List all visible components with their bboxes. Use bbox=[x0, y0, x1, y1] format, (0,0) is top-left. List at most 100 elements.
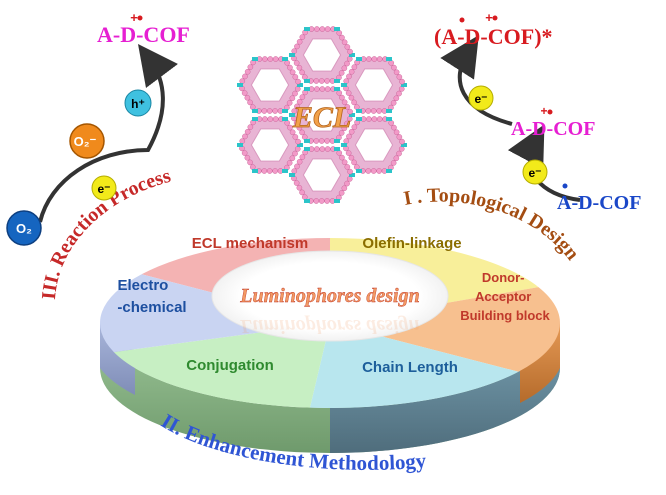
cof-node bbox=[356, 168, 362, 173]
cof-atom bbox=[346, 56, 353, 62]
core-ellipse bbox=[211, 250, 449, 342]
cof-atom bbox=[376, 108, 382, 114]
cof-atom bbox=[267, 56, 274, 62]
cof-atom bbox=[338, 190, 345, 196]
disk-sector bbox=[330, 287, 560, 372]
cof-atom bbox=[393, 129, 400, 136]
cof-node bbox=[341, 83, 347, 87]
cof-atom bbox=[351, 99, 357, 106]
cof-atom bbox=[294, 43, 300, 50]
cof-atom bbox=[313, 78, 320, 84]
cof-node bbox=[386, 168, 392, 173]
o2-circle: O₂ bbox=[6, 210, 42, 246]
cof-node bbox=[282, 108, 288, 113]
cof-atom bbox=[341, 99, 348, 106]
cof-node bbox=[349, 173, 355, 177]
cof-node bbox=[252, 117, 258, 122]
cof-atom bbox=[244, 68, 251, 75]
cof-atom bbox=[241, 150, 248, 156]
disk-sector bbox=[113, 323, 330, 408]
cof-atom bbox=[247, 64, 254, 70]
cof-atom bbox=[287, 124, 293, 131]
cof-atom bbox=[366, 56, 372, 62]
cof-atom bbox=[318, 78, 325, 84]
cof-node bbox=[356, 117, 362, 122]
cof-node bbox=[304, 198, 310, 203]
cof-atom bbox=[348, 128, 355, 135]
cof-atom bbox=[313, 138, 320, 144]
cof-atom bbox=[371, 56, 378, 62]
cof-atom bbox=[365, 108, 372, 114]
cof-atom bbox=[291, 48, 298, 54]
cof-atom bbox=[351, 159, 357, 166]
cof-atom bbox=[289, 95, 296, 102]
cof-atom bbox=[345, 90, 352, 96]
cof-atom bbox=[296, 158, 303, 165]
sector-label-donor-line: Donor- bbox=[482, 270, 525, 285]
cof-node bbox=[252, 57, 258, 62]
cof-atom bbox=[348, 94, 355, 101]
right-middle-state: A-D-COF bbox=[511, 118, 595, 140]
cof-atom bbox=[390, 160, 397, 166]
cof-atom bbox=[376, 56, 383, 62]
cof-atom bbox=[301, 74, 308, 80]
disk-sector bbox=[309, 323, 519, 408]
cof-node bbox=[386, 108, 392, 113]
cof-atom bbox=[396, 74, 403, 80]
cof-atom bbox=[296, 64, 303, 71]
cof-atom bbox=[286, 160, 293, 166]
cof-atom bbox=[292, 90, 298, 97]
cof-atom bbox=[261, 108, 268, 114]
right-ground-state: A-D-COF bbox=[557, 192, 641, 214]
cof-atom bbox=[299, 69, 305, 76]
electron-circle-right-upper: e⁻ bbox=[468, 85, 494, 111]
cof-node bbox=[334, 138, 340, 143]
cof-atom bbox=[344, 120, 350, 127]
cof-node bbox=[334, 147, 340, 152]
cof-atom bbox=[296, 38, 303, 45]
superoxide-circle: O₂⁻ bbox=[69, 123, 105, 159]
cof-node bbox=[289, 113, 295, 117]
core-label: Luminophores design bbox=[239, 285, 419, 307]
cof-atom bbox=[284, 120, 291, 126]
cof-node bbox=[334, 78, 340, 83]
sector-label-ecl-mechanism: ECL mechanism bbox=[192, 235, 308, 252]
cof-atom bbox=[287, 64, 293, 71]
cof-atom bbox=[338, 130, 345, 136]
cof-atom bbox=[343, 78, 350, 84]
cof-pore bbox=[250, 128, 290, 162]
cof-atom bbox=[292, 74, 299, 80]
cof-atom bbox=[299, 189, 305, 196]
cof-atom bbox=[295, 138, 301, 145]
cof-atom bbox=[347, 168, 353, 175]
cof-atom bbox=[289, 69, 296, 76]
cof-atom bbox=[293, 60, 300, 66]
cof-pore bbox=[354, 128, 394, 162]
cof-node bbox=[341, 143, 347, 147]
cof-atom bbox=[293, 120, 300, 126]
cof-atom bbox=[247, 99, 253, 106]
sector-label-electrochemical: Electro -chemical bbox=[117, 277, 186, 316]
cof-atom bbox=[295, 78, 301, 85]
cof-atom bbox=[319, 26, 326, 32]
cof-atom bbox=[294, 86, 301, 92]
cof-atom bbox=[249, 164, 256, 170]
cof-atom bbox=[344, 164, 351, 170]
cof-atom bbox=[299, 154, 306, 160]
right-arc-upper bbox=[440, 35, 513, 126]
left-arc-arrow bbox=[38, 43, 178, 223]
electron-circle-right-lower: e⁻ bbox=[522, 159, 548, 185]
cof-atom bbox=[366, 116, 372, 122]
cof-atom bbox=[393, 155, 400, 162]
cof-atom bbox=[346, 73, 352, 80]
sector-label-donor-acceptor: Donor- Acceptor Building block bbox=[460, 270, 550, 323]
cof-atom bbox=[353, 164, 360, 170]
cof-node bbox=[349, 53, 355, 57]
electron-right-upper-text: e⁻ bbox=[474, 92, 487, 106]
sector-label-acceptor-line: Acceptor bbox=[475, 289, 531, 304]
electron-right-lower-text: e⁻ bbox=[528, 166, 541, 180]
cof-atom bbox=[341, 159, 348, 166]
cof-atom bbox=[398, 146, 405, 152]
cof-atom bbox=[319, 86, 326, 92]
